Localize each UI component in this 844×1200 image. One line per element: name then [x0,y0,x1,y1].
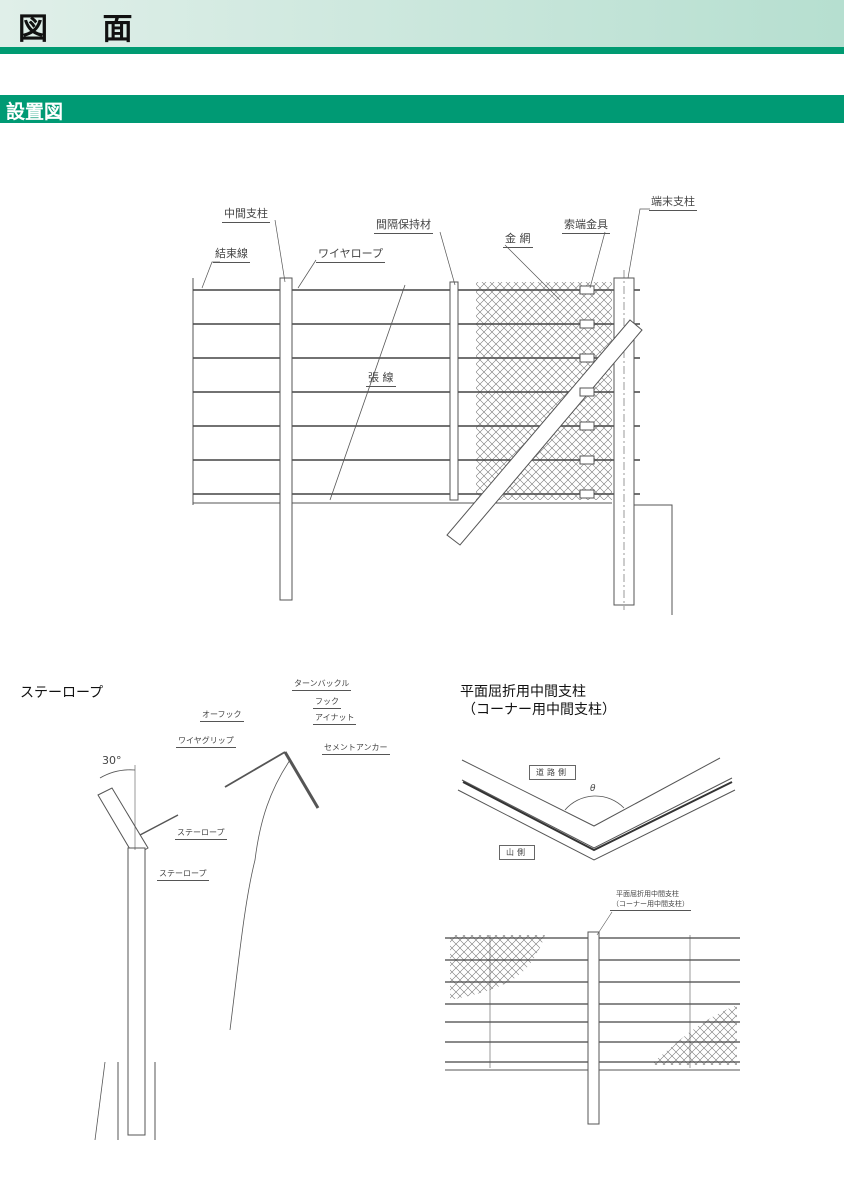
corner-elevation-drawing [445,911,740,1125]
section-title: 設置図 [6,101,64,123]
corner-title-2: （コーナー用中間支柱） [462,702,616,718]
mountain-side-label: 山側 [499,845,535,860]
label-end-post: 端末支柱 [649,193,697,211]
spacer [449,281,459,501]
middle-post [279,277,293,601]
corner-callout-2: （コーナー用中間支柱） [610,899,691,911]
label-stay-rope-2: ステーロープ [157,868,209,881]
label-eye-nut: アイナット [313,712,357,725]
label-cement-anchor: セメントアンカー [322,742,390,755]
label-binding-wire: 結束線 [213,245,250,263]
angle-label: 30° [102,754,122,767]
section-bar: 設置図 [0,95,844,123]
label-wire-grip: ワイヤグリップ [176,735,236,748]
tension-wire [329,284,406,501]
stay-post [127,847,146,1136]
label-rope-end-fitting: 索端金具 [562,216,610,234]
stay-rope-drawing [94,751,320,1141]
fence-elevation-drawing [192,208,673,615]
label-wire-rope: ワイヤロープ [316,245,386,263]
diagonal-brace [446,319,643,546]
header-rule [0,47,844,54]
label-spacer: 間隔保持材 [374,216,433,234]
label-stay-rope-1: ステーロープ [175,827,227,840]
label-hook: フック [313,696,341,709]
road-side-label: 道路側 [529,765,576,780]
corner-title-1: 平面屈折用中間支柱 [460,684,586,700]
label-middle-post: 中間支柱 [222,205,270,223]
label-tension-wire: 張 線 [366,369,396,387]
label-turnbuckle: ターンバックル [292,678,352,691]
angle-theta: θ [590,784,596,794]
page-title: 図 面 [18,12,155,47]
label-o-hook: オーフック [200,709,244,722]
page-header: 図 面 [0,0,844,47]
corner-plan-drawing [457,757,736,861]
corner-callout-1: 平面屈折用中間支柱 [616,890,679,898]
wire-ropes [193,289,640,495]
stay-rope-title: ステーロープ [20,685,104,701]
label-wire-mesh: 金 網 [503,230,533,248]
